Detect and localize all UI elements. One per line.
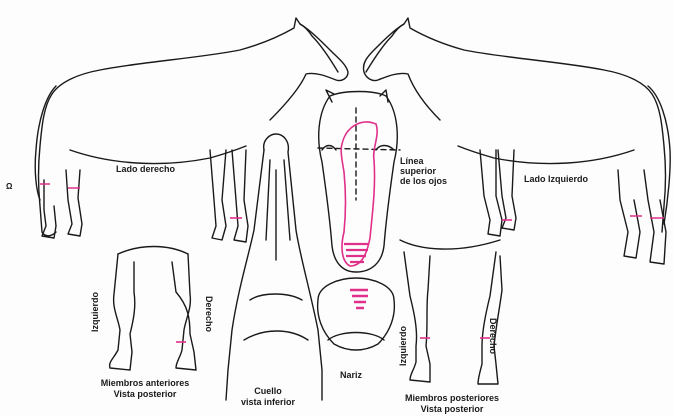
nose-snip-marking <box>350 290 368 308</box>
blaze-lower-fill <box>344 244 368 262</box>
right-side-horse-hind-leg-2 <box>66 170 82 236</box>
left-side-horse-head <box>363 24 440 120</box>
label-eye-line-1: Línea <box>400 156 424 166</box>
front-limb-right-drawing <box>172 254 196 370</box>
label-hind-limbs-title-1: Miembros posteriores <box>388 393 516 403</box>
front-limb-left-drawing <box>110 254 135 370</box>
right-side-hind-marking <box>40 184 80 188</box>
left-side-horse <box>363 18 670 264</box>
label-eye-line-3: de los ojos <box>400 176 447 186</box>
right-side-horse <box>35 18 348 242</box>
right-side-horse-hind-leg-1 <box>42 180 56 238</box>
label-neck-title-1: Cuello <box>228 386 308 396</box>
front-limbs-rear-view <box>110 247 196 371</box>
left-side-horse-tail <box>648 86 670 224</box>
page-mark: Ω <box>6 182 12 192</box>
right-side-horse-front-leg-2 <box>232 150 248 242</box>
label-front-limbs-title-2: Vista posterior <box>80 389 210 399</box>
left-side-horse-hind-leg-1 <box>618 170 640 258</box>
label-hind-limb-right: Derecho <box>488 318 498 354</box>
label-nose: Nariz <box>340 370 362 380</box>
left-side-horse-front-leg-2 <box>498 150 516 230</box>
right-side-horse-head <box>270 24 348 120</box>
markings <box>40 122 664 342</box>
label-front-limbs-title-1: Miembros anteriores <box>80 378 210 388</box>
label-right-side: Lado derecho <box>116 164 175 174</box>
left-side-horse-belly <box>458 146 634 164</box>
label-left-side: Lado Izquierdo <box>524 174 588 184</box>
left-side-horse-hind-leg-2 <box>644 170 666 264</box>
right-side-horse-front-leg-1 <box>210 150 226 240</box>
hind-limbs-rear-view <box>400 240 502 384</box>
label-front-limb-left: Izquierdo <box>90 292 100 332</box>
label-hind-limb-left: Izquierdo <box>398 326 408 366</box>
neck-inferior-view <box>226 134 322 400</box>
right-side-horse-belly <box>70 146 246 164</box>
label-front-limb-right: Derecho <box>204 296 214 332</box>
label-neck-title-2: vista inferior <box>228 397 308 407</box>
left-side-hind-marking <box>630 216 664 218</box>
label-hind-limbs-title-2: Vista posterior <box>388 404 516 414</box>
label-eye-line-2: superior <box>400 166 436 176</box>
